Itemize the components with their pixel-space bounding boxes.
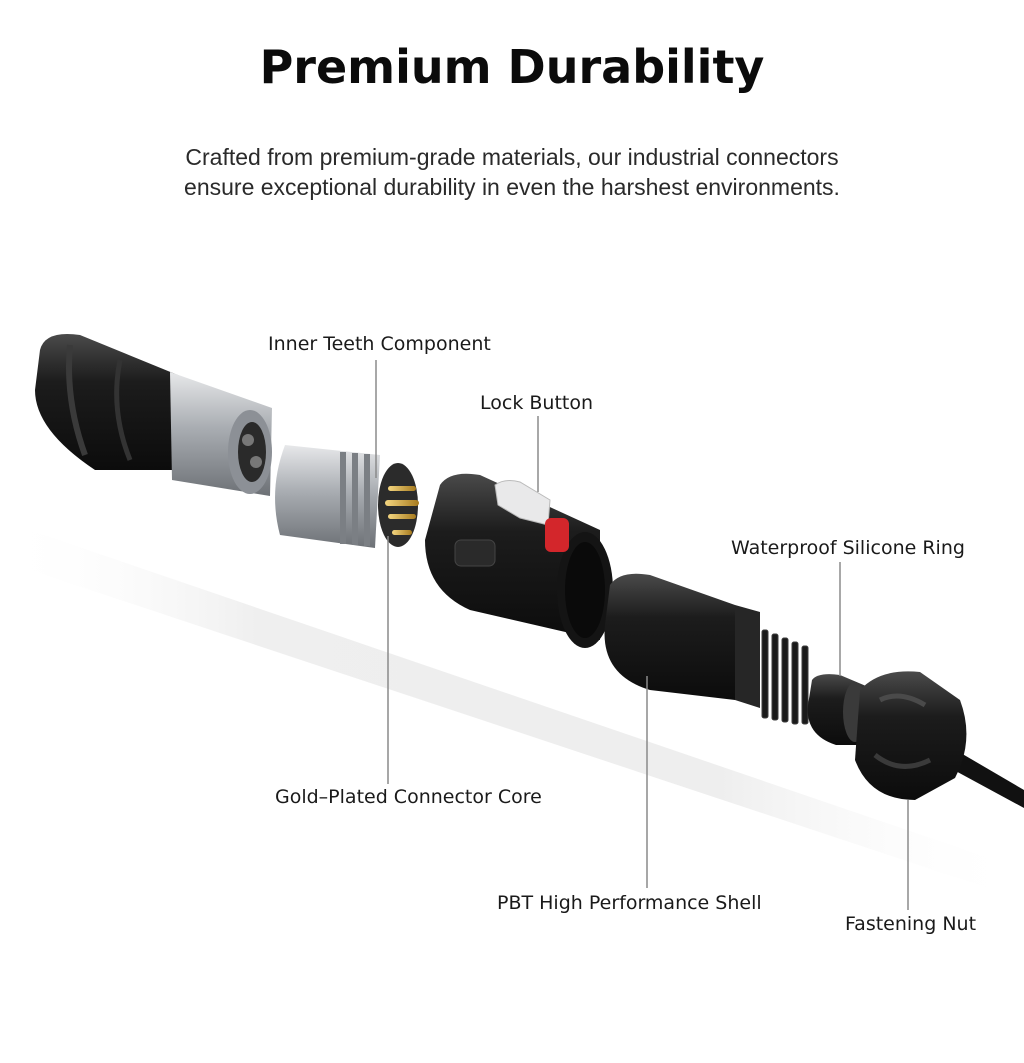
leader-lines	[375, 360, 909, 910]
page-title: Premium Durability	[259, 40, 765, 94]
metal-insert-icon	[275, 445, 419, 548]
lock-housing-icon	[425, 473, 613, 648]
callout-pbt-shell: PBT High Performance Shell	[497, 892, 762, 914]
pbt-shell-icon	[604, 573, 809, 725]
callout-gold-core: Gold–Plated Connector Core	[275, 786, 542, 808]
callout-fastening-nut: Fastening Nut	[845, 913, 977, 935]
subtitle-line-2: ensure exceptional durability in even th…	[184, 174, 840, 200]
connector-receptacle-icon	[35, 334, 272, 496]
page-subtitle: Crafted from premium-grade materials, ou…	[0, 142, 1024, 202]
callout-inner-teeth: Inner Teeth Component	[268, 333, 491, 355]
subtitle-line-1: Crafted from premium-grade materials, ou…	[185, 144, 839, 170]
callout-lock-button: Lock Button	[480, 392, 594, 414]
fastening-nut-icon	[855, 671, 967, 800]
floor-shadow	[0, 520, 1024, 900]
callout-silicone-ring: Waterproof Silicone Ring	[731, 537, 965, 559]
